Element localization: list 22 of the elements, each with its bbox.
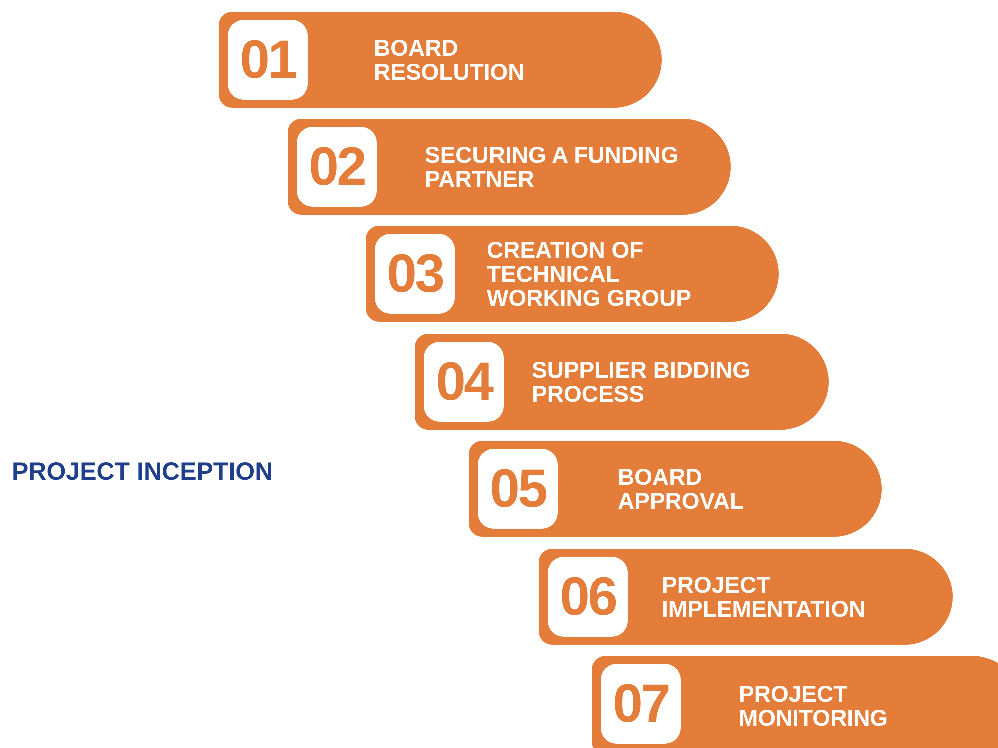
step-band	[592, 656, 998, 748]
step-number: 01	[228, 20, 308, 100]
step-number: 07	[601, 664, 681, 744]
step-label: BOARD APPROVAL	[618, 464, 746, 514]
step-band	[469, 441, 882, 537]
step-label: PROJECT MONITORING	[739, 682, 890, 730]
step-band	[366, 226, 779, 322]
step-label: CREATION OF TECHNICAL WORKING GROUP	[487, 238, 692, 310]
step-number: 02	[297, 127, 377, 207]
step-band	[539, 549, 953, 645]
step-band	[288, 119, 731, 215]
step-label: BOARD RESOLUTION	[374, 36, 526, 84]
step-number: 04	[424, 342, 504, 422]
step-number: 05	[478, 449, 558, 529]
step-number: 06	[548, 557, 628, 637]
step-band	[219, 12, 662, 108]
step-label: PROJECT IMPLEMENTATION	[662, 572, 867, 622]
step-number: 03	[375, 234, 455, 314]
step-label: SUPPLIER BIDDING PROCESS	[532, 358, 752, 406]
step-label: SECURING A FUNDING PARTNER	[425, 142, 680, 192]
step-band	[415, 334, 829, 430]
title: PROJECT INCEPTION	[12, 458, 274, 487]
